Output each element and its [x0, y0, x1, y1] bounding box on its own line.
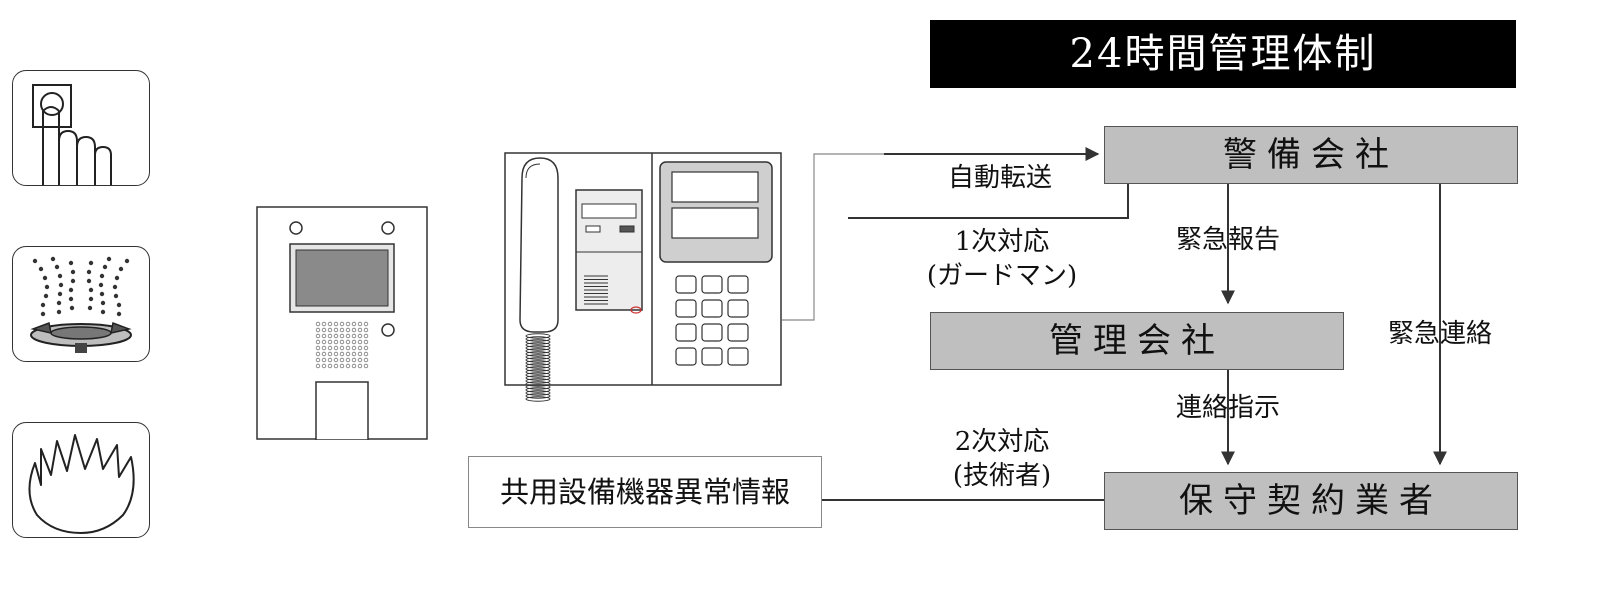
emergency-contact-label: 緊急連絡 [1387, 319, 1492, 349]
fire-icon [12, 422, 150, 538]
emergency-button-icon [12, 70, 150, 186]
emergency-report-label: 緊急報告 [1175, 225, 1280, 255]
page-title: 24時間管理体制 [930, 20, 1516, 88]
second-response-label: 2次対応 [954, 427, 1050, 457]
gas-leak-icon [12, 246, 150, 362]
entrance-panel-icon [256, 206, 428, 444]
intercom-monitor-icon [504, 152, 782, 412]
second-response-who-label: (技術者) [952, 461, 1052, 491]
maintenance-contractor-box: 保守契約業者 [1104, 472, 1518, 530]
equipment-alert-box: 共用設備機器異常情報 [468, 456, 822, 528]
auto-transfer-label: 自動転送 [947, 163, 1052, 193]
first-response-who-label: (ガードマン) [926, 261, 1078, 291]
security-company-box: 警備会社 [1104, 126, 1518, 184]
contact-instruction-label: 連絡指示 [1175, 393, 1280, 423]
first-response-label: 1次対応 [954, 227, 1050, 257]
management-company-box: 管理会社 [930, 312, 1344, 370]
